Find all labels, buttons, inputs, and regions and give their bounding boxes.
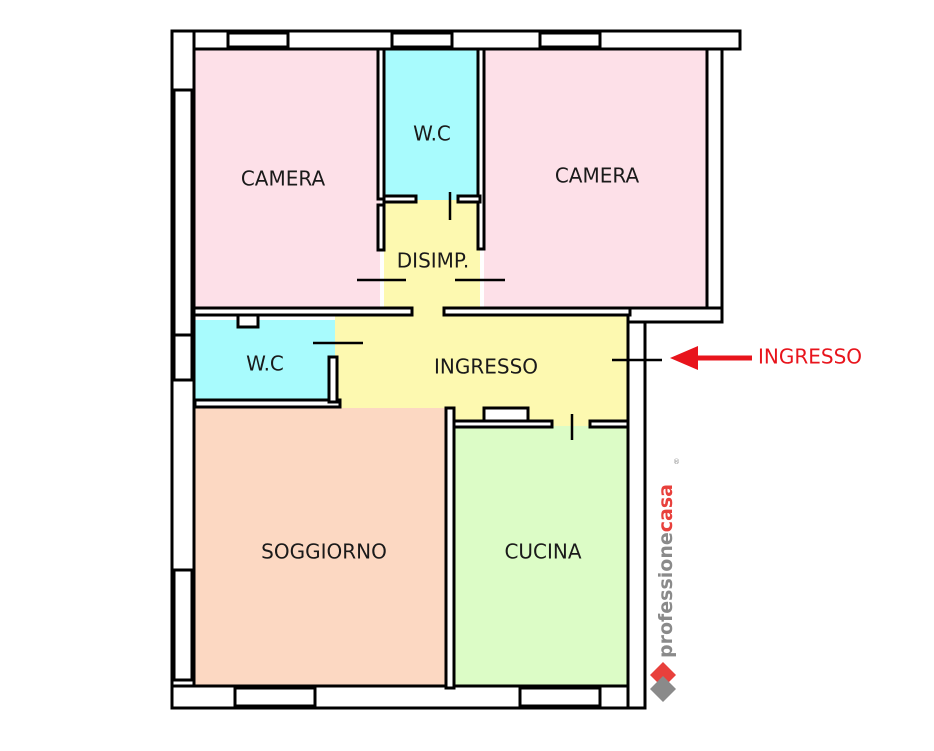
room-camera-right [484, 48, 708, 310]
walls [170, 29, 742, 710]
label-disimpegno: DISIMP. [397, 249, 469, 273]
label-cucina: CUCINA [504, 540, 581, 564]
logo-text-professione: professione [655, 532, 677, 658]
room-wc-left [195, 320, 335, 402]
room-wc-top [384, 48, 478, 200]
label-camera-left: CAMERA [241, 167, 326, 191]
room-ingresso [335, 316, 630, 408]
professionecasa-logo: professionecasa ® [650, 458, 680, 702]
entrance-arrow-icon [670, 346, 752, 370]
entrance-label: INGRESSO [758, 345, 862, 369]
label-soggiorno: SOGGIORNO [261, 540, 387, 564]
svg-text:professionecasa: professionecasa [655, 484, 677, 658]
label-ingresso: INGRESSO [434, 355, 538, 379]
room-cucina [455, 426, 630, 686]
room-disimpegno [384, 200, 480, 318]
label-wc-left: W.C [246, 352, 284, 376]
label-camera-right: CAMERA [555, 164, 640, 188]
label-wc-top: W.C [413, 122, 451, 146]
room-soggiorno [195, 408, 448, 686]
room-camera-left [195, 48, 380, 310]
logo-registered: ® [673, 458, 680, 466]
logo-text-casa: casa [655, 484, 677, 532]
